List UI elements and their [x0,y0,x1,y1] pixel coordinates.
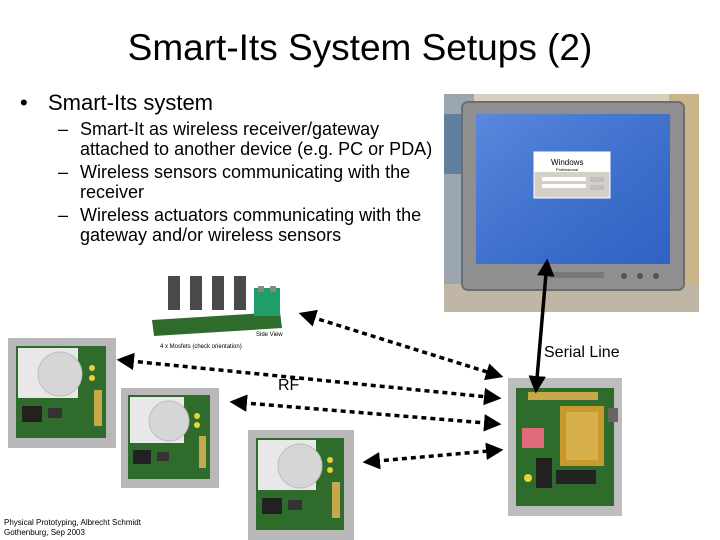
footer: Physical Prototyping, Albrecht Schmidt G… [4,518,141,538]
sub-bullet-2: – Wireless sensors communicating with th… [18,162,438,202]
arrow-serial-line [528,258,555,394]
sub-bullet-1-text: Smart-It as wireless receiver/gateway at… [80,119,433,159]
mosfet-caption: 4 x Mosfets (check orientation) [160,344,242,350]
rf-label: RF [278,377,300,394]
sensor-board-photo-3 [248,430,354,540]
gateway-board-photo [508,378,622,516]
arrow-rf-sensor-1 [116,352,502,406]
sub-bullet-2-text: Wireless sensors communicating with the … [80,162,411,202]
bullet-dash: – [58,119,69,139]
footer-line-2: Gothenburg, Sep 2003 [4,528,85,537]
arrow-rf-sensor-2 [229,394,502,432]
screen-edition: Professional [556,167,578,172]
bullet-main-text: Smart-Its system [48,90,214,115]
screen-brand: Windows [551,158,583,167]
slide-title: Smart-Its System Setups (2) [127,27,593,68]
arrow-rf-mosfet [298,309,504,381]
sub-bullet-1: – Smart-It as wireless receiver/gateway … [18,119,438,159]
bullet-main: • Smart-Its system [18,90,438,116]
sub-bullet-3: – Wireless actuators communicating with … [18,205,438,245]
bullet-dash: – [58,162,69,182]
footer-line-1: Physical Prototyping, Albrecht Schmidt [4,518,141,527]
sensor-board-photo-1 [8,338,116,448]
bullet-dot: • [20,90,28,115]
side-view-label: Side View [256,332,283,338]
sub-bullet-3-text: Wireless actuators communicating with th… [80,205,422,245]
monitor-photo: Windows Professional [444,94,699,312]
bullet-dash: – [58,205,69,225]
arrow-rf-sensor-3 [362,442,504,470]
bullet-list: • Smart-Its system – Smart-It as wireles… [18,90,438,245]
serial-line-label: Serial Line [544,344,620,361]
mosfet-board-photo: Side View 4 x Mosfets (check orientation… [150,268,310,358]
